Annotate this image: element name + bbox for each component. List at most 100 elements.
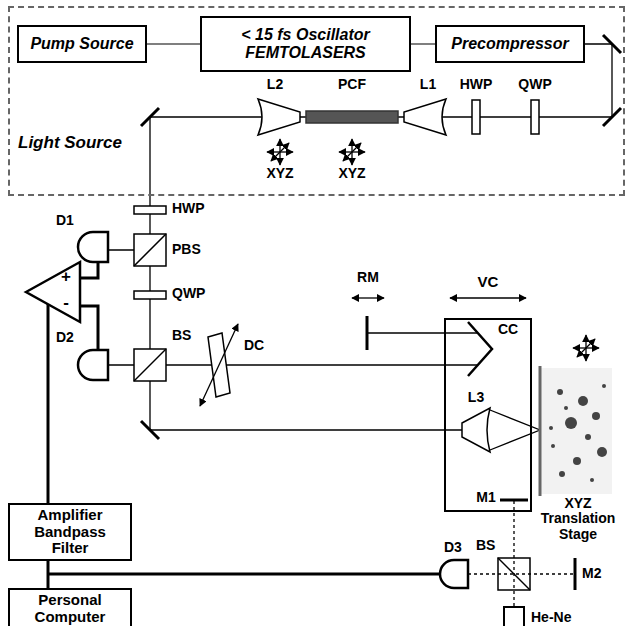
label-anchor: HWP <box>460 77 493 92</box>
photonic-crystal-fiber <box>306 111 398 123</box>
part-label: M1 <box>476 490 495 505</box>
node-label: Amplifier Bandpass Filter <box>16 507 124 557</box>
label-anchor: XYZ Translation Stage <box>533 496 623 542</box>
part-label: D3 <box>444 540 462 555</box>
label-anchor: M2 <box>582 566 601 581</box>
mirror <box>603 108 621 126</box>
speckle <box>565 417 577 429</box>
label-anchor: D2 <box>56 330 74 345</box>
xyz-arrow <box>343 143 361 161</box>
focus-cone <box>490 410 540 450</box>
motion-arrow <box>450 297 526 298</box>
label-anchor: PBS <box>172 242 201 257</box>
reference-beam <box>513 500 514 606</box>
node-label: Personal Computer <box>16 592 124 625</box>
sample-speckle <box>549 384 607 482</box>
part-label: M2 <box>582 566 601 581</box>
motion-arrow <box>352 297 384 298</box>
splitter-diagonal <box>134 349 166 381</box>
label-anchor: RM <box>357 270 379 285</box>
splitter-diagonal <box>134 234 166 266</box>
part-label: DC <box>244 338 264 353</box>
part-label: + <box>61 268 71 287</box>
label-anchor: BS <box>476 538 495 553</box>
label-anchor: CC <box>498 322 518 337</box>
node-label: Light Source <box>18 134 623 153</box>
connector-line <box>147 43 200 45</box>
part-label: BS <box>476 538 495 553</box>
wave-plate <box>472 100 480 134</box>
mirror <box>141 108 159 126</box>
part-label: XYZ Translation Stage <box>533 496 623 542</box>
part-label: D2 <box>56 330 74 345</box>
label-anchor: - <box>63 294 69 313</box>
laser-beam <box>150 364 478 365</box>
label-anchor: M1 <box>476 490 495 505</box>
voice-coil-box: VC <box>444 318 532 512</box>
node-label: He-Ne <box>531 610 549 625</box>
tissue-sample <box>540 368 612 494</box>
laser-beam <box>367 332 478 333</box>
mirror <box>603 35 621 53</box>
amplifier-box: Amplifier Bandpass Filter <box>8 503 132 561</box>
part-label: L3 <box>468 390 484 405</box>
speckle <box>578 396 588 406</box>
speckle <box>585 434 591 440</box>
node-label: FEMTOLASERS <box>245 44 366 62</box>
label-anchor: DC <box>244 338 264 353</box>
label-anchor: L1 <box>420 77 436 92</box>
signal-wire <box>80 306 98 350</box>
speckle <box>573 457 581 465</box>
part-label: HWP <box>172 201 205 216</box>
laser-source: He-Ne <box>503 606 525 626</box>
label-anchor: PCF <box>338 77 366 92</box>
corner-cube <box>468 322 492 376</box>
part-label: QWP <box>172 286 205 301</box>
detector-symbol <box>440 560 468 588</box>
lens <box>404 99 446 135</box>
xyz-arrow <box>577 339 595 357</box>
node-label: VC <box>446 274 530 291</box>
xyz-arrow <box>271 143 289 161</box>
label-anchor: QWP <box>172 286 205 301</box>
wave-plate <box>531 100 539 134</box>
sample-edge <box>539 366 542 496</box>
label-anchor: D3 <box>444 540 462 555</box>
part-label: XYZ <box>338 166 365 181</box>
motion-arrow <box>200 324 238 406</box>
beam-splitter-cube <box>134 234 166 266</box>
label-anchor: XYZ <box>266 166 293 181</box>
speckle <box>602 384 606 388</box>
part-label: L1 <box>420 77 436 92</box>
reference-mirror <box>366 316 369 350</box>
speckle <box>597 447 607 457</box>
label-anchor: XYZ <box>338 166 365 181</box>
lens <box>462 408 490 452</box>
part-label: CC <box>498 322 518 337</box>
signal-wire <box>47 304 50 503</box>
speckle <box>559 471 565 477</box>
part-label: HWP <box>460 77 493 92</box>
part-label: - <box>63 294 69 313</box>
node-label: Precompressor <box>451 35 568 53</box>
detector-symbol <box>78 350 108 380</box>
differential-amplifier <box>26 262 80 322</box>
signal-wire <box>80 262 98 278</box>
part-label: L2 <box>267 77 283 92</box>
reference-beam <box>468 573 575 574</box>
light-source-frame: Light Source Pump Source < 15 fs Oscillato… <box>8 6 625 196</box>
label-anchor: L3 <box>468 390 484 405</box>
speckle <box>551 444 555 448</box>
detector-symbol <box>78 232 108 262</box>
oscillator-box: < 15 fs OscillatorFEMTOLASERS <box>200 16 411 72</box>
precompressor-box: Precompressor <box>435 25 585 63</box>
computer-box: Personal Computer <box>8 588 132 626</box>
speckle <box>564 406 568 410</box>
label-anchor: + <box>61 268 71 287</box>
part-label: PCF <box>338 77 366 92</box>
pump-source-box: Pump Source <box>17 25 147 63</box>
signal-wire <box>48 573 440 576</box>
connector-line <box>411 43 435 45</box>
wave-plate <box>134 206 166 214</box>
part-label: XYZ <box>266 166 293 181</box>
